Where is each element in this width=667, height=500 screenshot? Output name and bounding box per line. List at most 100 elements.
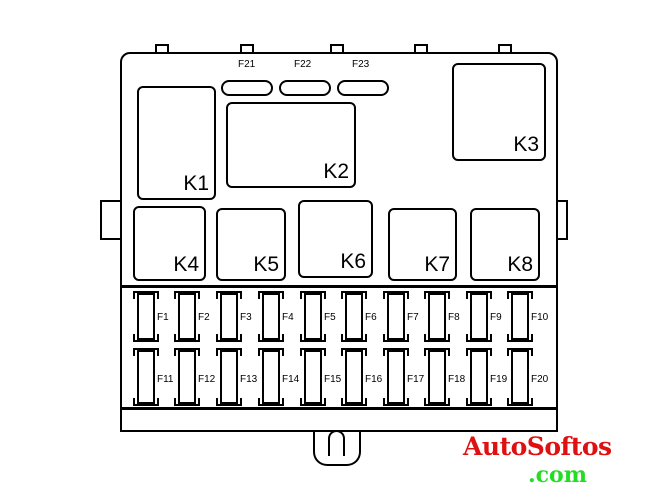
fuse-f18[interactable] [428, 350, 446, 404]
fuse-terminal [300, 398, 326, 406]
fuse-label: F19 [490, 374, 508, 385]
fuse-terminal [424, 291, 450, 299]
fuse-terminal [174, 334, 200, 342]
fuse-terminal [216, 334, 242, 342]
fuse-label-f21: F21 [238, 59, 256, 70]
relay-label: K6 [340, 250, 366, 273]
relay-k5[interactable]: K5 [216, 208, 286, 281]
fuse-terminal [383, 348, 409, 356]
watermark-domain: .com [528, 462, 588, 488]
fuse-terminal [507, 398, 533, 406]
fuse-terminal [466, 334, 492, 342]
fuse-f5[interactable] [304, 293, 322, 340]
fuse-terminal [424, 334, 450, 342]
fuse-terminal [258, 348, 284, 356]
fuse-label: F15 [324, 374, 342, 385]
relay-label: K3 [513, 133, 539, 156]
fuse-label-f22: F22 [294, 59, 312, 70]
fuse-terminal [466, 348, 492, 356]
fuse-label: F3 [240, 312, 252, 323]
fuse-f12[interactable] [178, 350, 196, 404]
fuse-label: F1 [157, 312, 169, 323]
fuse-terminal [258, 398, 284, 406]
fuse-f8[interactable] [428, 293, 446, 340]
fuse-f10[interactable] [511, 293, 529, 340]
relay-label: K2 [323, 160, 349, 183]
fuse-terminal [383, 398, 409, 406]
fuse-f7[interactable] [387, 293, 405, 340]
fuse-f13[interactable] [220, 350, 238, 404]
fuse-f9[interactable] [470, 293, 488, 340]
fuse-label: F2 [198, 312, 210, 323]
fuse-panel [122, 285, 556, 288]
fuse-f21[interactable] [221, 80, 273, 96]
fuse-f20[interactable] [511, 350, 529, 404]
fuse-label: F16 [365, 374, 383, 385]
fuse-label: F5 [324, 312, 336, 323]
fuse-label: F6 [365, 312, 377, 323]
fuse-terminal [133, 334, 159, 342]
fuse-terminal [300, 291, 326, 299]
fuse-terminal [133, 291, 159, 299]
left-side-tab [100, 200, 122, 240]
fuse-terminal [507, 348, 533, 356]
relay-k7[interactable]: K7 [388, 208, 457, 281]
relay-label: K4 [173, 253, 199, 276]
fuse-terminal [258, 334, 284, 342]
fuse-f1[interactable] [137, 293, 155, 340]
relay-label: K5 [253, 253, 279, 276]
fuse-f17[interactable] [387, 350, 405, 404]
fuse-f2[interactable] [178, 293, 196, 340]
fuse-label: F9 [490, 312, 502, 323]
fuse-terminal [424, 348, 450, 356]
bottom-strip [122, 407, 556, 410]
fuse-terminal [507, 334, 533, 342]
fuse-terminal [507, 291, 533, 299]
fuse-f6[interactable] [345, 293, 363, 340]
fuse-terminal [341, 348, 367, 356]
relay-k4[interactable]: K4 [133, 206, 206, 281]
relay-label: K7 [424, 253, 450, 276]
fuse-f14[interactable] [262, 350, 280, 404]
relay-k6[interactable]: K6 [298, 200, 373, 278]
fuse-label: F18 [448, 374, 466, 385]
fuse-label: F20 [531, 374, 549, 385]
relay-k2[interactable]: K2 [226, 102, 356, 188]
fuse-terminal [174, 291, 200, 299]
fuse-f11[interactable] [137, 350, 155, 404]
fuse-label: F14 [282, 374, 300, 385]
fuse-label: F4 [282, 312, 294, 323]
fuse-terminal [216, 291, 242, 299]
fuse-f4[interactable] [262, 293, 280, 340]
fuse-terminal [300, 334, 326, 342]
fuse-f19[interactable] [470, 350, 488, 404]
fuse-label: F11 [157, 374, 174, 385]
fuse-label: F7 [407, 312, 419, 323]
fuse-terminal [216, 348, 242, 356]
fuse-terminal [466, 291, 492, 299]
relay-label: K8 [507, 253, 533, 276]
fuse-f15[interactable] [304, 350, 322, 404]
watermark-text: AutoSoftos [463, 432, 612, 461]
fuse-label: F8 [448, 312, 460, 323]
relay-k3[interactable]: K3 [452, 63, 546, 161]
fuse-terminal [133, 348, 159, 356]
relay-k8[interactable]: K8 [470, 208, 540, 281]
fuse-label: F17 [407, 374, 425, 385]
fuse-terminal [300, 348, 326, 356]
fuse-terminal [258, 291, 284, 299]
relay-label: K1 [183, 172, 209, 195]
fuse-terminal [174, 348, 200, 356]
relay-k1[interactable]: K1 [137, 86, 216, 200]
fuse-f23[interactable] [337, 80, 389, 96]
fuse-terminal [174, 398, 200, 406]
fuse-f16[interactable] [345, 350, 363, 404]
fuse-f22[interactable] [279, 80, 331, 96]
fuse-terminal [466, 398, 492, 406]
fuse-terminal [383, 291, 409, 299]
bottom-clip [313, 428, 361, 466]
fuse-terminal [341, 398, 367, 406]
fuse-label-f23: F23 [352, 59, 370, 70]
fuse-label: F10 [531, 312, 549, 323]
fuse-f3[interactable] [220, 293, 238, 340]
